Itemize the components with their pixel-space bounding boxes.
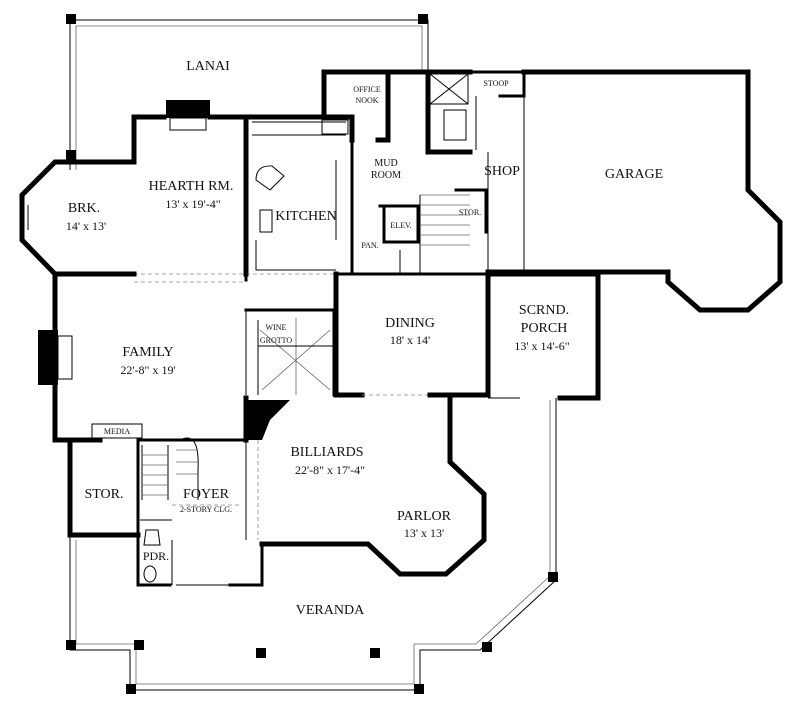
label-stoop: STOOP [483, 79, 509, 88]
label-media: MEDIA [104, 427, 130, 436]
label-foyer: FOYER [183, 487, 230, 502]
label-stor: STOR. [84, 487, 123, 502]
label-elev: ELEV. [390, 221, 411, 230]
label-porch-size: 13' x 14'-6" [514, 339, 569, 353]
label-room: ROOM [371, 170, 401, 181]
lanai-area [66, 14, 429, 170]
label-dining-size: 18' x 14' [390, 333, 430, 347]
label-family-size: 22'-8" x 19' [120, 363, 175, 377]
label-billiards-size: 22'-8" x 17'-4" [295, 463, 365, 477]
label-family: FAMILY [122, 345, 173, 360]
label-grotto: GROTTO [260, 336, 293, 345]
label-foyer-note: 2-STORY CLG. [180, 505, 232, 514]
label-garage: GARAGE [605, 167, 663, 182]
label-scrnd: SCRND. [519, 303, 569, 318]
label-lanai: LANAI [186, 59, 230, 74]
label-stor-small: STOR. [459, 208, 481, 217]
label-hearth: HEARTH RM. [149, 179, 234, 194]
kitchen-walls [243, 114, 355, 275]
label-brk: BRK. [68, 201, 100, 216]
label-brk-size: 14' x 13' [66, 219, 106, 233]
label-shop: SHOP [484, 164, 520, 179]
screened-porch [485, 271, 601, 401]
label-pan: PAN. [361, 241, 378, 250]
label-parlor: PARLOR [397, 509, 452, 524]
label-veranda: VERANDA [296, 603, 365, 618]
veranda-area [66, 398, 558, 694]
label-wine: WINE [266, 323, 287, 332]
mud-office-walls [321, 69, 526, 276]
label-billiards: BILLIARDS [290, 445, 363, 460]
label-parlor-size: 13' x 13' [404, 526, 444, 540]
dining-walls [333, 271, 491, 398]
garage-walls [485, 69, 783, 313]
label-hearth-size: 13' x 19'-4" [165, 197, 220, 211]
label-porch: PORCH [521, 321, 568, 336]
label-kitchen: KITCHEN [275, 209, 336, 224]
center-walls [52, 271, 490, 283]
label-nook: NOOK [355, 96, 378, 105]
label-dining: DINING [385, 316, 435, 331]
label-pdr: PDR. [143, 549, 169, 563]
billiards-parlor-walls [243, 395, 487, 577]
label-mud: MUD [374, 158, 397, 169]
label-office: OFFICE [353, 85, 381, 94]
